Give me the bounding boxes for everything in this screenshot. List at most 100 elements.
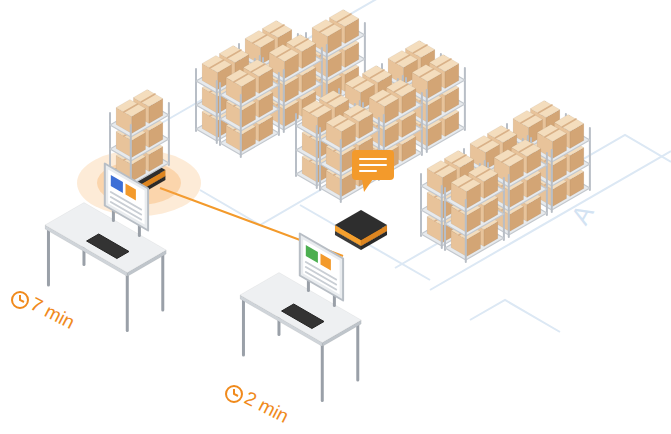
lane-line [160, 0, 380, 124]
clock-icon [226, 386, 242, 402]
scene-objects [45, 10, 590, 401]
carton-tape [538, 105, 552, 113]
desk-leg [161, 254, 164, 310]
carton-tape [353, 80, 367, 88]
box-top [245, 31, 274, 48]
rack-post [219, 83, 221, 145]
desk-leg [356, 324, 359, 380]
agv-robot [335, 210, 387, 250]
carton-tape [370, 70, 384, 78]
lane-line [470, 300, 560, 332]
carton-tape [495, 130, 509, 138]
carton-tape [327, 95, 341, 103]
carton-tape [277, 49, 291, 57]
rack-post [340, 140, 342, 202]
carton-tape [521, 115, 535, 123]
carton-tape [310, 105, 324, 113]
carton-tape [141, 94, 155, 102]
box-top [451, 175, 480, 192]
box-top [326, 115, 355, 132]
carton-tape [124, 104, 138, 112]
duration-label: 2 min [242, 388, 292, 426]
shelf-rack [445, 165, 504, 263]
rack-post [316, 126, 318, 188]
bubble-tail [362, 179, 373, 192]
rack-post [295, 114, 297, 176]
clock-face [12, 292, 28, 308]
rack-post [283, 70, 285, 132]
carton-tape [294, 39, 308, 47]
box-top [302, 101, 331, 118]
rack-post [426, 90, 428, 152]
shelf-rack [220, 60, 279, 158]
carton-tape [234, 74, 248, 82]
carton-tape [377, 94, 391, 102]
screen-block [306, 245, 318, 263]
box-top [345, 76, 374, 93]
desk-leg [242, 299, 245, 355]
rack-post [444, 188, 446, 250]
box-top [202, 56, 231, 73]
robot-body [335, 210, 387, 246]
screen-block [321, 254, 331, 271]
carton-tape [337, 14, 351, 22]
workstation [240, 234, 361, 401]
box-top [312, 20, 341, 37]
screen-line [306, 272, 336, 290]
carton-tape [351, 109, 365, 117]
carton-tape [420, 69, 434, 77]
clock-hands [20, 295, 24, 302]
rack-post [465, 200, 467, 262]
clock-icon [12, 292, 28, 308]
carton-tape [452, 155, 466, 163]
rack-post [551, 150, 553, 212]
box-top [412, 65, 441, 82]
rack-post [508, 175, 510, 237]
carton-tape [459, 179, 473, 187]
box-top [427, 161, 456, 178]
bubble-line [360, 158, 386, 160]
zone-letter: A [567, 200, 598, 228]
box-top [269, 45, 298, 62]
carton-tape [437, 59, 451, 67]
rack-post [319, 128, 321, 190]
desk-leg [126, 275, 129, 331]
monitor-frame [105, 164, 148, 231]
floor-lanes [160, 0, 671, 332]
box-top [369, 90, 398, 107]
box-top [388, 51, 417, 68]
monitor-screen [108, 170, 144, 225]
box-top [513, 111, 542, 128]
carton-tape [545, 129, 559, 137]
carton-tape [270, 25, 284, 33]
rack-post [168, 103, 170, 165]
clock-face [226, 386, 242, 402]
carton-tape [435, 165, 449, 173]
lane-line [300, 205, 430, 280]
rack-post [421, 93, 423, 155]
box-top [335, 210, 387, 240]
carton-tape [334, 119, 348, 127]
screen-line [111, 202, 141, 220]
box-top [226, 70, 255, 87]
bubble-body [352, 150, 394, 180]
bubble-line [360, 164, 386, 166]
monitor-frame [300, 234, 343, 301]
rack-post [464, 68, 466, 130]
carton-tape [396, 55, 410, 63]
keyboard [282, 304, 324, 329]
screen-block [111, 175, 123, 193]
rack-post [420, 174, 422, 236]
carton-tape [394, 84, 408, 92]
carton-tape [210, 60, 224, 68]
rack-post [589, 128, 591, 190]
rack-post [195, 69, 197, 131]
carton-tape [320, 24, 334, 32]
rack-post [441, 186, 443, 248]
carton-tape [413, 45, 427, 53]
carton-tape [502, 154, 516, 162]
carton-tape [478, 140, 492, 148]
box-top [537, 125, 566, 142]
box-top [494, 150, 523, 167]
